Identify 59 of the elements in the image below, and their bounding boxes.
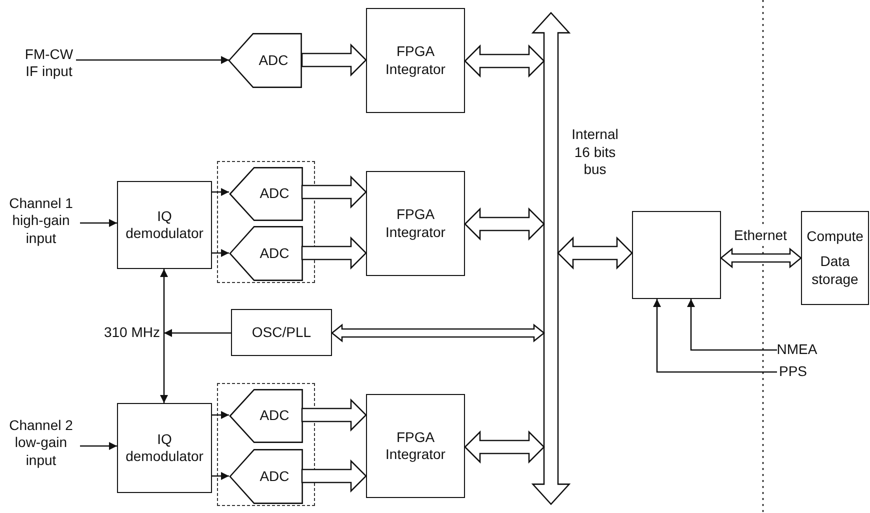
process-box: [117, 403, 212, 493]
arrow: [212, 249, 229, 257]
signal-label: FM-CW IF input: [24, 46, 74, 80]
process-box: [231, 309, 332, 356]
process-box: [366, 8, 465, 113]
process-box: [366, 171, 465, 276]
block-label: ADC: [258, 244, 290, 262]
bus-arrow: [464, 44, 545, 78]
block-label: Data storage: [810, 253, 860, 288]
arrow: [653, 299, 777, 373]
block-label: OSC/PLL: [252, 324, 312, 342]
bus-arrow: [301, 398, 367, 432]
arrow: [212, 411, 229, 419]
bus-arrow: [330, 324, 546, 342]
arrow: [80, 442, 117, 450]
bus-arrow: [301, 459, 367, 493]
bus-arrow: [301, 236, 367, 270]
arrow: [160, 269, 168, 403]
bus-arrow: [464, 430, 545, 464]
group-frame: [217, 161, 315, 283]
arrow: [212, 472, 229, 480]
block-label: FPGA Integrator: [384, 43, 446, 78]
arrow: [164, 329, 231, 337]
arrow: [76, 56, 229, 64]
bus-label: Internal 16 bits bus: [570, 126, 620, 178]
block-label: IQ demodulator: [124, 430, 204, 466]
block-label: Compute: [806, 228, 864, 246]
block-label: IQ demodulator: [124, 208, 204, 242]
adc-block: [230, 167, 303, 221]
arrow: [212, 188, 229, 196]
signal-label: PPS: [778, 363, 807, 381]
block-label: FPGA Integrator: [384, 428, 446, 464]
bus-arrow: [557, 236, 633, 270]
block-label: ADC: [258, 468, 290, 486]
bus-arrow: [301, 43, 367, 77]
bus-arrow: [532, 12, 570, 505]
bus-arrow: [301, 175, 367, 209]
signal-label: 310 MHz: [104, 324, 160, 342]
signal-label: Channel 1 high-gain input: [8, 194, 74, 248]
arrow: [687, 299, 777, 351]
adc-block: [229, 33, 302, 88]
process-box: [632, 211, 721, 299]
signal-label: NMEA: [776, 341, 818, 359]
block-label: ADC: [258, 185, 290, 203]
adc-block: [230, 226, 303, 281]
bus-arrow: [720, 248, 802, 268]
arrow: [80, 219, 117, 227]
edge-label: Ethernet: [734, 227, 787, 244]
bus-arrow: [464, 207, 545, 241]
block-label: ADC: [258, 52, 288, 70]
group-frame: [217, 383, 315, 506]
block-label: ADC: [258, 407, 290, 425]
process-box: [366, 394, 465, 498]
block-label: FPGA Integrator: [384, 206, 446, 241]
adc-block: [230, 449, 303, 504]
adc-block: [230, 389, 303, 443]
process-box: [117, 181, 212, 269]
signal-label: Channel 2 low-gain input: [8, 416, 74, 470]
process-box: [801, 211, 869, 305]
